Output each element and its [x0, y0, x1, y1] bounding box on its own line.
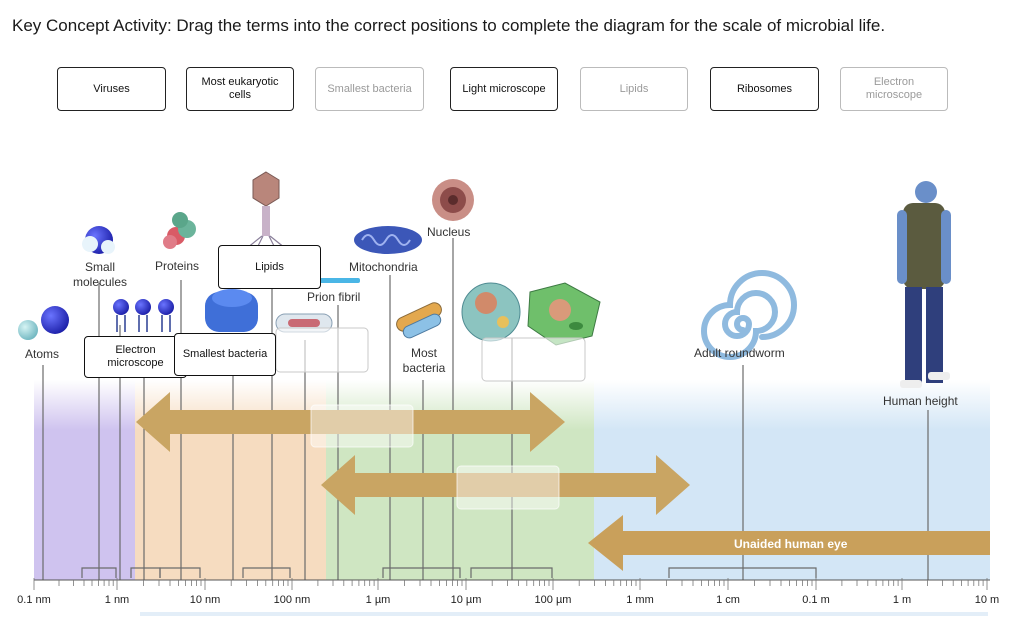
ribosome-illustration [205, 289, 258, 332]
dropzone-ribosomes [275, 327, 369, 373]
small-molecule-illustration [82, 226, 115, 254]
label-prion-fibril: Prion fibril [307, 290, 361, 304]
dropzone-most-eukaryotic-cells [481, 337, 586, 382]
label-human-height: Human height [883, 394, 958, 408]
band-atomic [34, 380, 138, 580]
term-light-microscope[interactable]: Light microscope [450, 67, 558, 111]
tick-label: 1 cm [716, 594, 740, 606]
tick-label: 10 nm [189, 594, 221, 606]
tick-label: 1 nm [104, 594, 130, 606]
placed-term-smallest-bacteria[interactable]: Smallest bacteria [174, 333, 276, 376]
tick-label: 100 µm [534, 594, 572, 606]
protein-illustration [163, 212, 196, 249]
dropzone-electron-microscope-range [310, 404, 414, 448]
animal-cell-illustration [461, 282, 521, 342]
leader-lines [42, 238, 929, 580]
tick-label: 100 nm [273, 594, 311, 606]
tick-label: 10 µm [450, 594, 482, 606]
instructions-title: Key Concept Activity: Drag the terms int… [12, 16, 886, 35]
tick-label: 10 m [974, 594, 1000, 606]
bottom-strip [140, 612, 988, 616]
term-ribosomes[interactable]: Ribosomes [710, 67, 819, 111]
band-molecular [135, 380, 328, 580]
label-adult-roundworm: Adult roundworm [694, 346, 785, 360]
term-electron-microscope: Electron microscope [840, 67, 948, 111]
term-viruses[interactable]: Viruses [57, 67, 166, 111]
label-proteins: Proteins [155, 259, 200, 273]
term-most-eukaryotic-cells[interactable]: Most eukaryotic cells [186, 67, 294, 111]
tick-label: 1 m [892, 594, 912, 606]
plant-cell-illustration [527, 282, 601, 346]
term-lipids: Lipids [580, 67, 688, 111]
term-smallest-bacteria: Smallest bacteria [315, 67, 424, 111]
tick-label: 1 µm [365, 594, 391, 606]
minor-ticks [33, 578, 988, 590]
label-nucleus: Nucleus [427, 225, 471, 239]
human-illustration [897, 181, 951, 388]
phospholipid-illustration [113, 299, 174, 332]
dropzone-light-microscope-range [456, 465, 560, 510]
placed-term-lipids[interactable]: Lipids [218, 245, 321, 289]
label-most-bacteria: Most bacteria [402, 346, 446, 375]
mitochondria-illustration [354, 226, 422, 254]
tick-label: 0.1 nm [17, 594, 51, 606]
roundworm-illustration [701, 270, 797, 360]
tick-label: 0.1 m [802, 594, 830, 606]
label-small-molecules: Small molecules [72, 260, 128, 289]
size-brackets [81, 567, 817, 578]
tick-label: 1 mm [626, 594, 654, 606]
placed-term-electron-microscope[interactable]: Electron microscope [84, 336, 187, 378]
label-atoms: Atoms [25, 347, 60, 361]
atom-illustration [18, 306, 69, 340]
nucleus-illustration [432, 179, 474, 221]
label-unaided-eye: Unaided human eye [734, 537, 848, 551]
label-mitochondria: Mitochondria [349, 260, 418, 274]
bacteria-illustration [396, 302, 442, 339]
